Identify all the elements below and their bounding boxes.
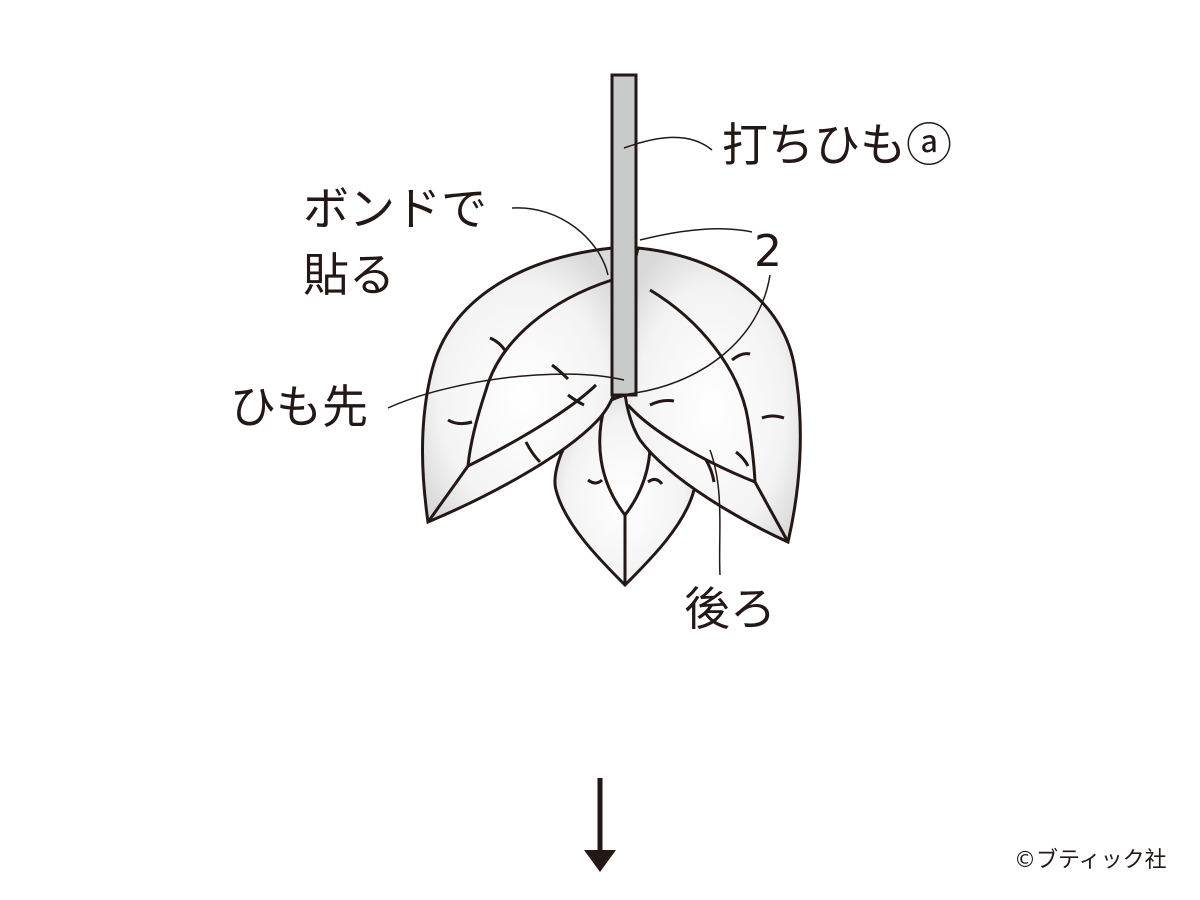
label-bond-line1: ボンドで — [303, 182, 487, 236]
label-back: 後ろ — [684, 582, 776, 636]
leader-line-cord — [623, 136, 713, 151]
right-leaf-stitch-3 — [649, 399, 675, 407]
leader-lines — [387, 136, 771, 576]
right-leaf-stitch-1 — [731, 352, 751, 362]
leader-line-bond — [511, 207, 609, 276]
left-leaf-midrib — [426, 465, 470, 523]
left-leaf — [421, 246, 626, 525]
left-leaf-stitch-4 — [524, 441, 542, 464]
leader-line-cord-tip — [387, 373, 625, 409]
cord — [610, 73, 638, 397]
right-leaf-midrib — [753, 481, 790, 543]
right-leaf-stitch-5 — [735, 450, 750, 467]
leader-line-back — [709, 449, 721, 576]
right-leaf-stitch-2 — [761, 414, 785, 420]
left-leaf-stitch-1 — [489, 336, 508, 353]
down-arrow-icon — [584, 778, 616, 872]
leader-line-two — [639, 228, 753, 241]
label-number-two: 2 — [754, 226, 782, 277]
left-leaf-stitch-5 — [567, 393, 585, 407]
label-cord-a: 打ちひもⓐ — [722, 118, 952, 172]
right-leaf-stitch-4 — [704, 459, 716, 483]
leader-line-cord-end — [627, 274, 771, 395]
copyright-notice: ©ブティック社 — [1014, 848, 1167, 873]
label-cord-tip: ひも先 — [230, 380, 368, 434]
left-leaf-stitch-2 — [447, 418, 473, 426]
label-bond-line2: 貼る — [303, 248, 395, 302]
right-leaf-inner-vein — [626, 288, 757, 485]
down-arrow-head — [584, 850, 616, 872]
left-leaf-inner-vein — [466, 278, 613, 469]
center-leaf-stitch-1 — [587, 478, 604, 485]
left-leaf-stitch-3 — [551, 363, 570, 381]
center-leaf-stitch-2 — [647, 477, 664, 485]
